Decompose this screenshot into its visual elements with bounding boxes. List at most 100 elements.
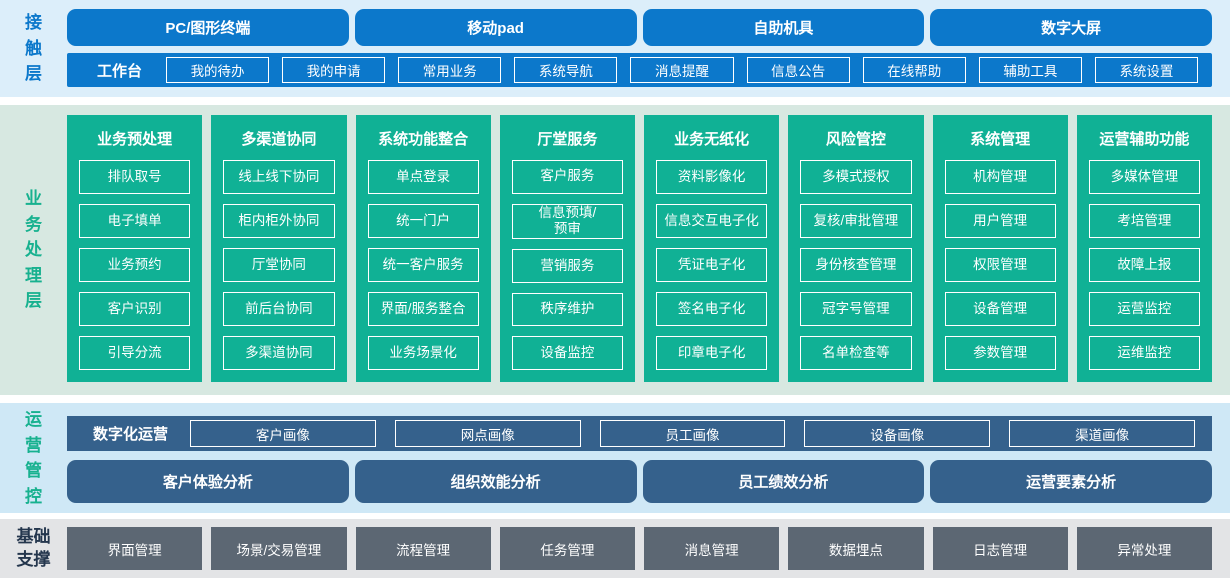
module-item: 机构管理	[944, 160, 1056, 194]
module-item: 引导分流	[79, 336, 191, 370]
contact-layer-label: 接触层	[25, 13, 42, 84]
section-divider	[0, 395, 1230, 403]
module-item: 信息预填/ 预审	[511, 203, 623, 240]
foundation-item: 界面管理	[67, 527, 203, 570]
foundation-item: 异常处理	[1076, 527, 1212, 570]
module-item: 复核/审批管理	[800, 204, 912, 238]
profile-item: 设备画像	[804, 420, 991, 447]
module-column-title: 业务预处理	[97, 131, 173, 148]
module-column: 多渠道协同线上线下协同柜内柜外协同厅堂协同前后台协同多渠道协同	[211, 115, 347, 382]
module-column-items: 资料影像化信息交互电子化凭证电子化签名电子化印章电子化	[656, 160, 768, 370]
module-column-title: 厅堂服务	[537, 131, 598, 148]
foundation-item: 日志管理	[932, 527, 1068, 570]
analysis-button: 组织效能分析	[354, 460, 637, 503]
analysis-button: 员工绩效分析	[642, 460, 925, 503]
module-item: 冠字号管理	[800, 292, 912, 326]
workbench-item: 我的待办	[166, 57, 270, 83]
module-column: 业务无纸化资料影像化信息交互电子化凭证电子化签名电子化印章电子化	[644, 115, 780, 382]
foundation-layer-label-wrap: 基础支撑	[0, 519, 67, 578]
module-item: 业务预约	[79, 248, 191, 282]
module-item: 单点登录	[367, 160, 479, 194]
workbench-item: 信息公告	[746, 57, 850, 83]
operations-layer-label-wrap: 运营管控	[0, 403, 67, 513]
terminal-button: 移动pad	[354, 9, 637, 46]
module-column-items: 机构管理用户管理权限管理设备管理参数管理	[944, 160, 1056, 370]
module-item: 统一客户服务	[367, 248, 479, 282]
analysis-row: 客户体验分析组织效能分析员工绩效分析运营要素分析	[67, 460, 1212, 503]
module-item: 设备管理	[944, 292, 1056, 326]
module-column-title: 风险管控	[825, 131, 886, 148]
module-item: 运维监控	[1088, 336, 1200, 370]
foundation-item: 数据埋点	[788, 527, 924, 570]
module-item: 设备监控	[511, 336, 623, 370]
module-item: 信息交互电子化	[656, 204, 768, 238]
business-layer-label-wrap: 业务处理层	[0, 105, 67, 395]
module-item: 客户服务	[511, 160, 623, 194]
module-column-items: 多模式授权复核/审批管理身份核查管理冠字号管理名单检查等	[800, 160, 912, 370]
module-item: 客户识别	[79, 292, 191, 326]
operations-layer-label: 运营管控	[25, 410, 42, 506]
module-item: 运营监控	[1088, 292, 1200, 326]
module-column-title: 运营辅助功能	[1099, 131, 1190, 148]
module-item: 营销服务	[511, 249, 623, 283]
module-column-items: 客户服务信息预填/ 预审营销服务秩序维护设备监控	[511, 160, 623, 370]
workbench-item: 我的申请	[282, 57, 386, 83]
terminal-button: 数字大屏	[930, 9, 1212, 46]
module-column-items: 排队取号电子填单业务预约客户识别引导分流	[79, 160, 191, 370]
module-column-title: 系统管理	[970, 131, 1031, 148]
foundation-item: 消息管理	[644, 527, 780, 570]
digital-operations-label: 数字化运营	[93, 426, 169, 443]
terminal-button: 自助机具	[642, 9, 925, 46]
profile-item: 渠道画像	[1009, 420, 1195, 447]
workbench-label: 工作台	[97, 62, 143, 80]
module-column: 业务预处理排队取号电子填单业务预约客户识别引导分流	[67, 115, 203, 382]
module-item: 权限管理	[944, 248, 1056, 282]
module-column-title: 系统功能整合	[378, 131, 469, 148]
workbench-item: 系统导航	[514, 57, 618, 83]
foundation-layer-label: 基础支撑	[16, 526, 51, 569]
module-column-title: 业务无纸化	[674, 131, 750, 148]
module-column-items: 多媒体管理考培管理故障上报运营监控运维监控	[1088, 160, 1200, 370]
workbench-item: 辅助工具	[978, 57, 1082, 83]
business-layer-label: 业务处理层	[25, 189, 42, 311]
business-layer: 业务处理层 业务预处理排队取号电子填单业务预约客户识别引导分流多渠道协同线上线下…	[0, 105, 1230, 395]
profile-item: 员工画像	[599, 420, 786, 447]
module-column: 厅堂服务客户服务信息预填/ 预审营销服务秩序维护设备监控	[499, 115, 635, 382]
workbench-items: 我的待办我的申请常用业务系统导航消息提醒信息公告在线帮助辅助工具系统设置	[166, 57, 1212, 83]
module-columns: 业务预处理排队取号电子填单业务预约客户识别引导分流多渠道协同线上线下协同柜内柜外…	[67, 105, 1230, 395]
module-item: 秩序维护	[511, 292, 623, 327]
module-item: 多渠道协同	[223, 336, 335, 370]
foundation-item: 任务管理	[499, 527, 635, 570]
module-item: 多媒体管理	[1088, 160, 1200, 194]
digital-operations-bar: 数字化运营 客户画像网点画像员工画像设备画像渠道画像	[67, 416, 1212, 451]
profile-items: 客户画像网点画像员工画像设备画像渠道画像	[190, 420, 1212, 447]
module-item: 签名电子化	[656, 292, 768, 326]
module-item: 印章电子化	[656, 336, 768, 370]
analysis-button: 运营要素分析	[930, 460, 1212, 503]
operations-layer-content: 数字化运营 客户画像网点画像员工画像设备画像渠道画像 客户体验分析组织效能分析员…	[67, 403, 1230, 513]
module-item: 资料影像化	[656, 160, 768, 194]
foundation-item: 场景/交易管理	[211, 527, 347, 570]
section-divider	[0, 97, 1230, 105]
module-item: 前后台协同	[223, 292, 335, 326]
foundation-layer: 基础支撑 界面管理场景/交易管理流程管理任务管理消息管理数据埋点日志管理异常处理	[0, 519, 1230, 578]
module-column: 风险管控多模式授权复核/审批管理身份核查管理冠字号管理名单检查等	[788, 115, 924, 382]
module-item: 考培管理	[1088, 204, 1200, 238]
module-column: 运营辅助功能多媒体管理考培管理故障上报运营监控运维监控	[1076, 115, 1212, 382]
module-item: 界面/服务整合	[367, 292, 479, 326]
module-item: 用户管理	[944, 204, 1056, 238]
module-item: 电子填单	[79, 204, 191, 238]
profile-item: 客户画像	[190, 420, 376, 447]
foundation-items: 界面管理场景/交易管理流程管理任务管理消息管理数据埋点日志管理异常处理	[67, 519, 1230, 578]
module-item: 柜内柜外协同	[223, 204, 335, 238]
workbench-item: 系统设置	[1094, 57, 1198, 83]
workbench-item: 在线帮助	[862, 57, 966, 83]
module-column: 系统功能整合单点登录统一门户统一客户服务界面/服务整合业务场景化	[355, 115, 491, 382]
module-item: 多模式授权	[800, 160, 912, 194]
module-item: 参数管理	[944, 336, 1056, 370]
section-divider	[0, 513, 1230, 519]
module-column-title: 多渠道协同	[241, 131, 317, 148]
module-item: 排队取号	[79, 160, 191, 194]
